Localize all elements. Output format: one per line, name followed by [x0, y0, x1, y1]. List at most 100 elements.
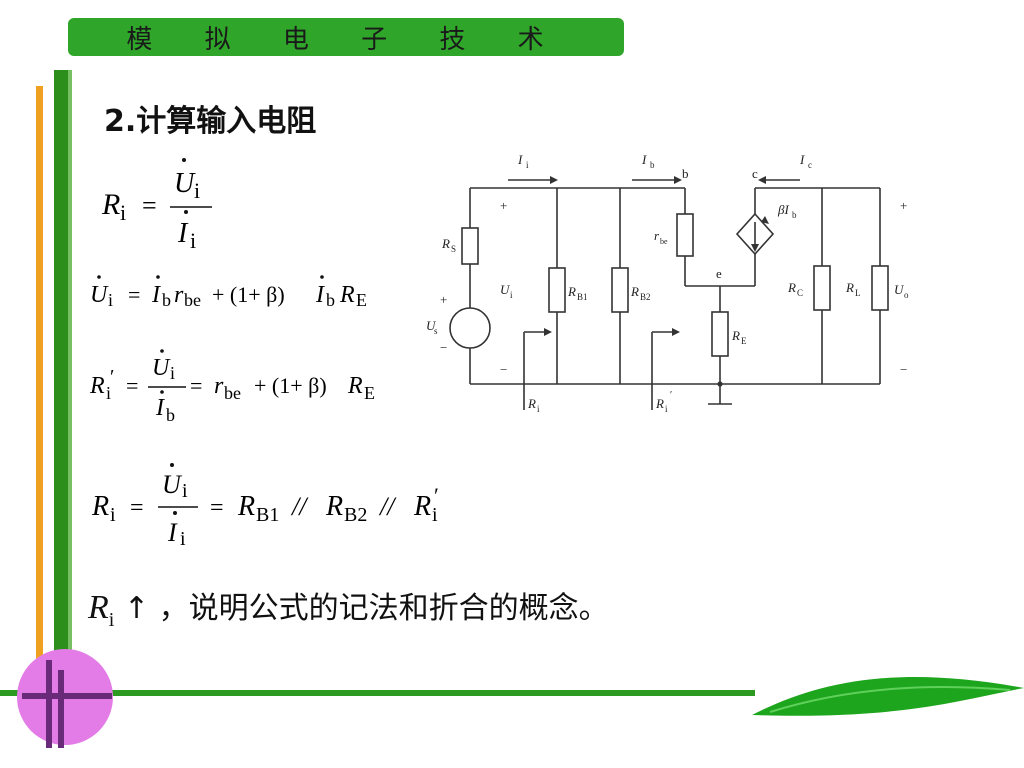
purple-cross-horizontal	[22, 693, 112, 699]
svg-text:I: I	[799, 152, 805, 167]
formula-ui: U i = I b r be + (1+ β) I b R E	[90, 275, 367, 310]
green-vertical-bar-light	[68, 70, 72, 660]
svg-text:i: i	[170, 363, 175, 383]
svg-text:+ (1+ β): + (1+ β)	[212, 282, 285, 307]
bottom-green-line	[0, 690, 755, 696]
svg-text:c: c	[752, 166, 758, 181]
svg-text:S: S	[451, 244, 456, 254]
svg-text:U: U	[90, 282, 109, 308]
svg-text:I: I	[641, 152, 647, 167]
svg-text:U: U	[426, 318, 437, 333]
purple-cross-vertical	[46, 660, 52, 748]
svg-text:+ (1+ β): + (1+ β)	[254, 373, 327, 398]
note-symbol: Ri	[88, 589, 115, 631]
formula-ri-prime: R i ′ = U i I b = r be + (1+ β) R E	[89, 349, 375, 425]
svg-text:o: o	[904, 290, 909, 300]
header-bar: 模 拟 电 子 技 术	[68, 18, 624, 56]
formula-ri-parallel: R i = U i I i = R B1 // R B2 // R i ′	[91, 463, 439, 550]
svg-text:E: E	[356, 290, 367, 310]
svg-text:U: U	[500, 282, 511, 297]
f1-lhs: R	[101, 188, 120, 221]
f1-den-sub: i	[190, 228, 196, 253]
svg-text:i: i	[432, 504, 438, 526]
svg-text:L: L	[855, 288, 861, 298]
orange-vertical-bar	[36, 86, 43, 726]
svg-text:R: R	[527, 396, 536, 411]
svg-text:i: i	[180, 528, 186, 550]
svg-text:r: r	[174, 282, 184, 308]
svg-text:=: =	[190, 373, 202, 398]
svg-text:E: E	[741, 336, 747, 346]
svg-text:E: E	[364, 383, 375, 403]
svg-text:B1: B1	[577, 292, 588, 302]
f1-eq: =	[142, 191, 157, 220]
svg-text:be: be	[660, 237, 668, 246]
svg-text:U: U	[162, 470, 183, 499]
svg-text:b: b	[326, 290, 335, 310]
svg-text:=: =	[126, 373, 138, 398]
svg-text:R: R	[325, 491, 343, 522]
svg-text:B2: B2	[344, 504, 367, 526]
svg-text:R: R	[845, 280, 854, 295]
f1-den: I	[177, 218, 189, 249]
note-text: Ri ↑ ，说明公式的记法和折合的概念。	[88, 583, 609, 632]
svg-text:be: be	[224, 383, 241, 403]
svg-text:βI: βI	[777, 202, 789, 217]
left-decoration	[36, 70, 72, 726]
svg-text:−: −	[440, 340, 447, 355]
svg-text:r: r	[654, 228, 660, 243]
formula-ri: R i = U i I i	[101, 158, 212, 253]
green-leaf	[752, 676, 1024, 716]
svg-text:=: =	[128, 282, 140, 307]
svg-text:i: i	[182, 480, 188, 502]
svg-text:b: b	[650, 160, 655, 170]
svg-text:R: R	[630, 284, 639, 299]
svg-text:i: i	[665, 404, 668, 414]
svg-text:R: R	[89, 373, 105, 399]
svg-text:C: C	[797, 288, 803, 298]
circuit-diagram: I i I b b c I c + + R S + U s − U i − R …	[426, 152, 909, 414]
f1-num-sub: i	[194, 178, 200, 203]
svg-text:b: b	[682, 166, 689, 181]
section-title: 2.计算输入电阻	[104, 104, 317, 139]
svg-text:R: R	[655, 396, 664, 411]
svg-text:I: I	[167, 518, 178, 547]
svg-text:′: ′	[434, 483, 439, 508]
svg-text:i: i	[510, 290, 513, 300]
svg-text:R: R	[413, 491, 431, 522]
svg-text:b: b	[162, 290, 171, 310]
bottom-decoration	[0, 649, 1024, 748]
svg-text:R: R	[787, 280, 796, 295]
svg-text:′: ′	[110, 366, 114, 388]
svg-text:I: I	[315, 282, 325, 308]
svg-text:R: R	[731, 328, 740, 343]
svg-text:r: r	[214, 373, 224, 399]
svg-text:+: +	[440, 292, 447, 307]
svg-text:I: I	[151, 282, 161, 308]
f1-num: U	[174, 168, 196, 199]
note-body: ，说明公式的记法和折合的概念。	[158, 591, 609, 626]
svg-text:B2: B2	[640, 292, 651, 302]
svg-text:R: R	[339, 282, 355, 308]
svg-text:R: R	[567, 284, 576, 299]
svg-text:=: =	[210, 495, 224, 521]
svg-text:+: +	[500, 198, 507, 213]
svg-text:b: b	[792, 210, 797, 220]
svg-text:be: be	[184, 290, 201, 310]
svg-text:′: ′	[670, 390, 672, 401]
svg-text:c: c	[808, 160, 812, 170]
svg-text:i: i	[526, 160, 529, 170]
svg-text:+: +	[900, 198, 907, 213]
svg-text://: //	[290, 492, 309, 521]
svg-text:I: I	[155, 395, 165, 421]
svg-text:R: R	[91, 491, 109, 522]
svg-text:−: −	[500, 362, 507, 377]
svg-text:R: R	[441, 236, 450, 251]
svg-text:R: R	[347, 373, 363, 399]
svg-text:−: −	[900, 362, 907, 377]
svg-text:i: i	[108, 290, 113, 310]
svg-text:R: R	[237, 491, 255, 522]
svg-text:U: U	[152, 355, 171, 381]
svg-text:B1: B1	[256, 504, 279, 526]
svg-text:i: i	[106, 383, 111, 403]
